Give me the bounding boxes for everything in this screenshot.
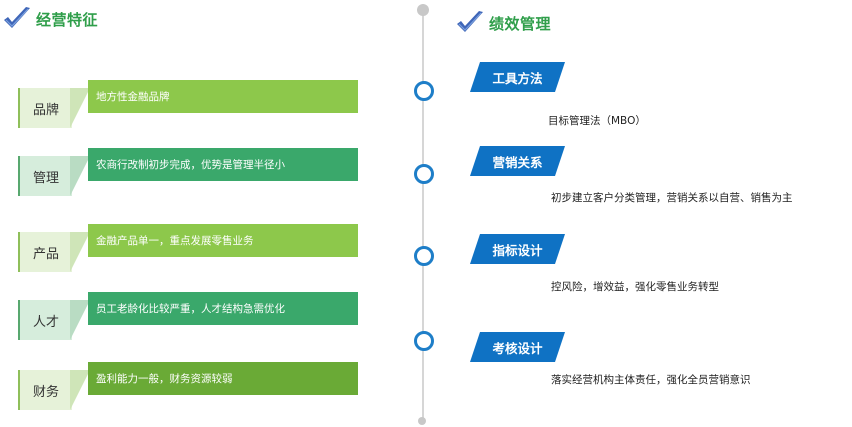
- label-fold: [70, 156, 90, 196]
- label-fold: [70, 370, 90, 410]
- tag-marketing-relation: 营销关系: [470, 146, 565, 176]
- feature-row-management: 管理 农商行改制初步完成，优势是管理半径小: [18, 148, 363, 202]
- left-heading: 经营特征: [2, 6, 98, 32]
- timeline-node: [414, 81, 434, 101]
- feature-label: 产品: [18, 232, 72, 272]
- label-fold: [70, 232, 90, 272]
- feature-row-finance: 财务 盈利能力一般，财务资源较弱: [18, 362, 363, 416]
- feature-bar: 员工老龄化比较严重，人才结构急需优化: [88, 292, 358, 325]
- feature-label: 财务: [18, 370, 72, 410]
- feature-row-brand: 品牌 地方性金融品牌: [18, 80, 363, 134]
- right-heading: 绩效管理: [455, 10, 551, 36]
- tag-description: 落实经营机构主体责任，强化全员营销意识: [551, 374, 751, 386]
- feature-bar: 农商行改制初步完成，优势是管理半径小: [88, 148, 358, 181]
- feature-bar: 地方性金融品牌: [88, 80, 358, 113]
- label-fold: [70, 88, 90, 128]
- feature-row-product: 产品 金融产品单一，重点发展零售业务: [18, 224, 363, 278]
- tag-description: 控风险，增效益，强化零售业务转型: [551, 281, 719, 293]
- feature-row-talent: 人才 员工老龄化比较严重，人才结构急需优化: [18, 292, 363, 346]
- checkmark-icon: [4, 7, 30, 28]
- timeline-node: [414, 331, 434, 351]
- tag-indicator-design: 指标设计: [470, 234, 565, 264]
- left-heading-title: 经营特征: [36, 10, 99, 29]
- timeline-node: [414, 246, 434, 266]
- tag-description: 初步建立客户分类管理，营销关系以自营、销售为主: [551, 192, 793, 204]
- checkmark-icon: [457, 11, 483, 32]
- tag-tool-method: 工具方法: [470, 62, 565, 92]
- timeline-line: [422, 10, 424, 422]
- feature-bar: 金融产品单一，重点发展零售业务: [88, 224, 358, 257]
- feature-bar: 盈利能力一般，财务资源较弱: [88, 362, 358, 395]
- label-fold: [70, 300, 90, 340]
- timeline-bottom-cap: [418, 417, 426, 425]
- feature-label: 人才: [18, 300, 72, 340]
- tag-description: 目标管理法（MBO）: [548, 115, 646, 127]
- timeline-node: [414, 164, 434, 184]
- timeline-top-cap: [417, 4, 429, 16]
- tag-assessment-design: 考核设计: [470, 332, 565, 362]
- feature-label: 品牌: [18, 88, 72, 128]
- right-heading-title: 绩效管理: [489, 14, 552, 33]
- feature-label: 管理: [18, 156, 72, 196]
